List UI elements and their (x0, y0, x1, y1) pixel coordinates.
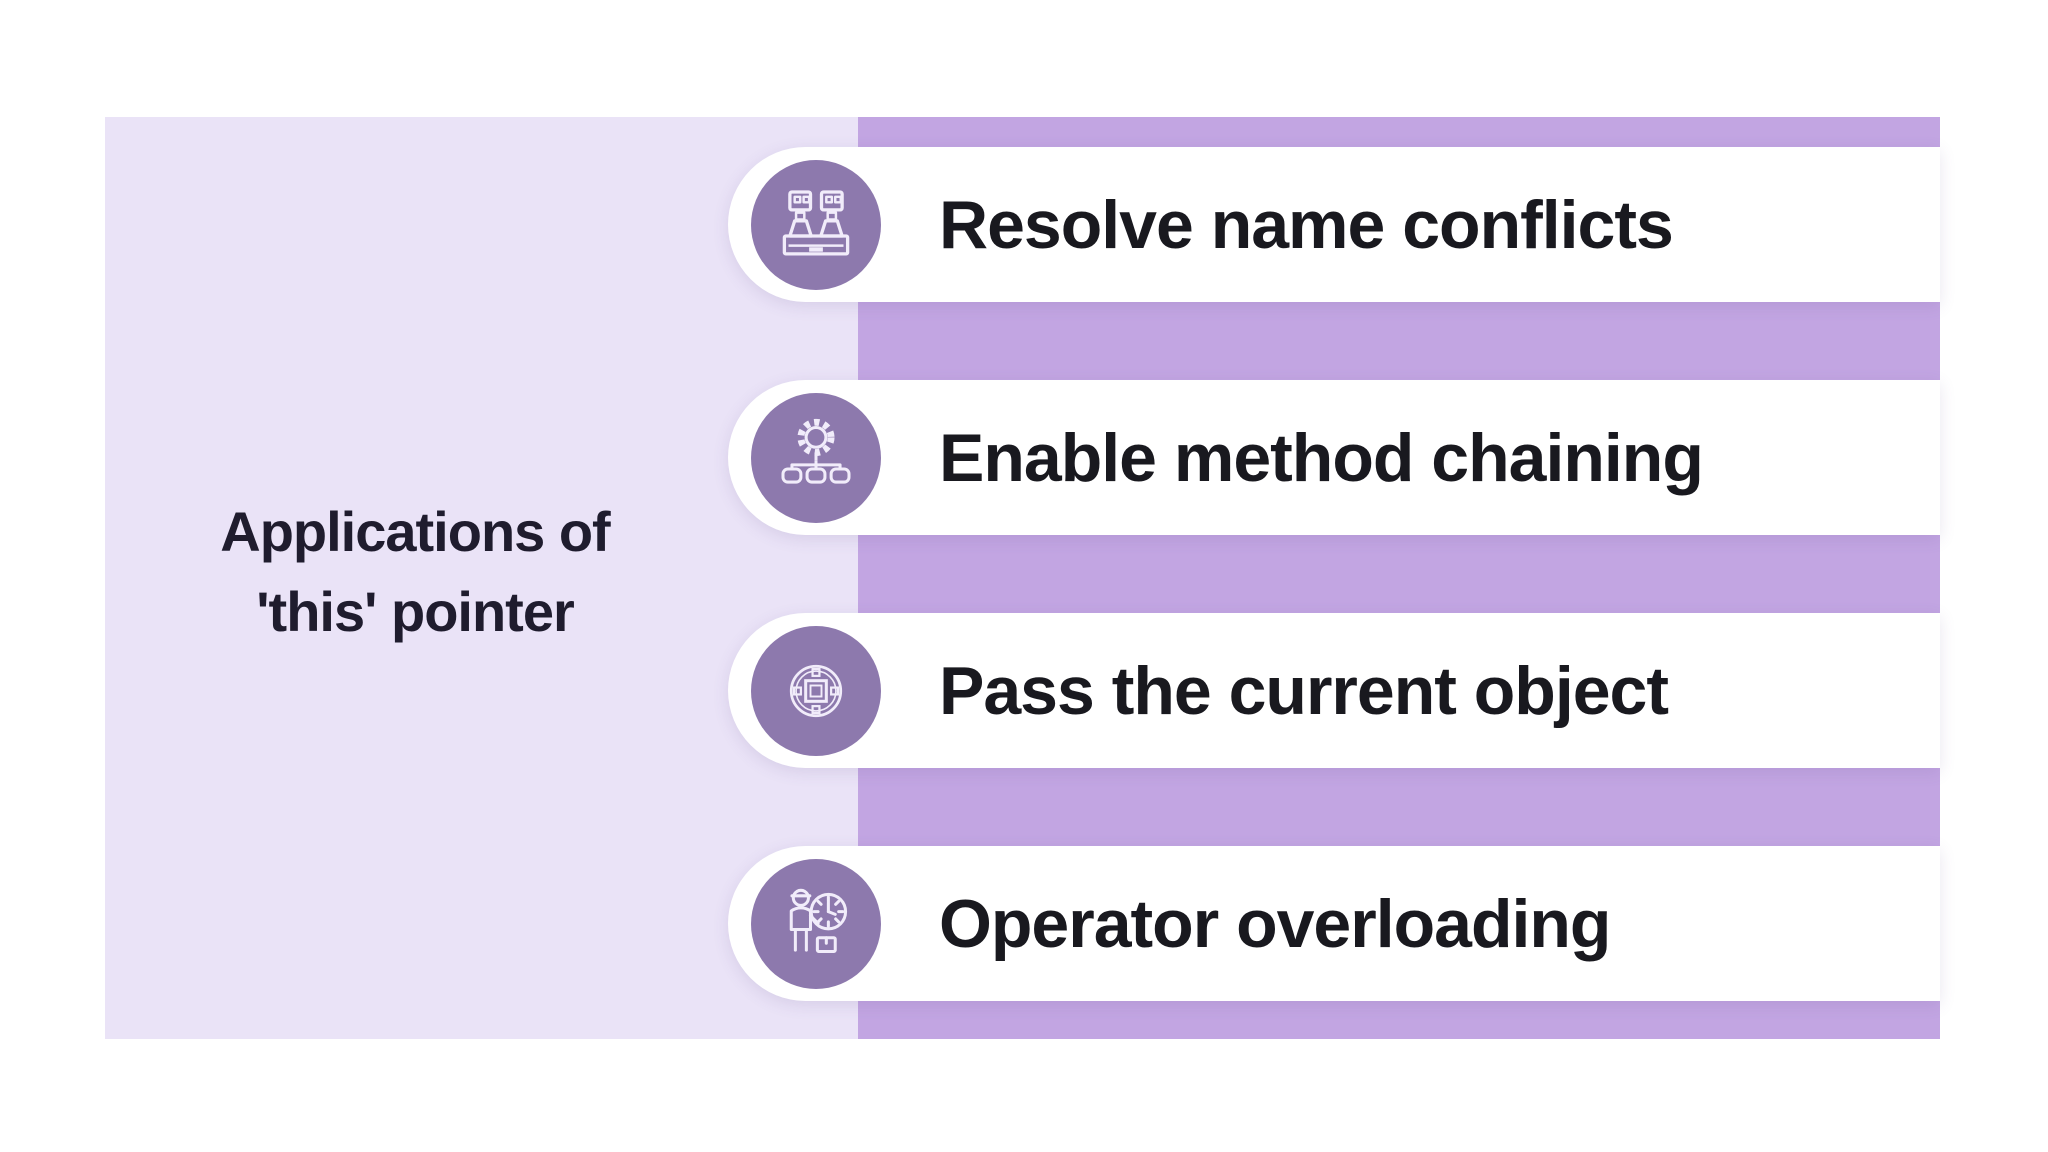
icon-circle (751, 858, 881, 989)
list-item: Operator overloading (728, 846, 1940, 1001)
title-line-2: 'this' pointer (256, 579, 575, 643)
item-label: Enable method chaining (939, 419, 1704, 496)
icon-circle (751, 392, 881, 523)
worker-clock-icon (789, 888, 848, 953)
list-item: Pass the current object (728, 613, 1940, 768)
list-item: Resolve name conflicts (728, 147, 1940, 302)
icon-circle (751, 625, 881, 756)
item-label: Pass the current object (939, 652, 1669, 729)
gear-hierarchy-icon (781, 418, 851, 484)
title-line-1: Applications of (220, 500, 610, 563)
item-label: Operator overloading (939, 885, 1611, 962)
list-item: Enable method chaining (728, 380, 1940, 535)
module-target-icon (789, 664, 843, 717)
people-desk-icon (782, 189, 850, 256)
left-panel (105, 117, 858, 1039)
item-label: Resolve name conflicts (939, 186, 1674, 263)
page-title: Applications of 'this' pointer (95, 492, 735, 651)
icon-circle (751, 159, 881, 290)
